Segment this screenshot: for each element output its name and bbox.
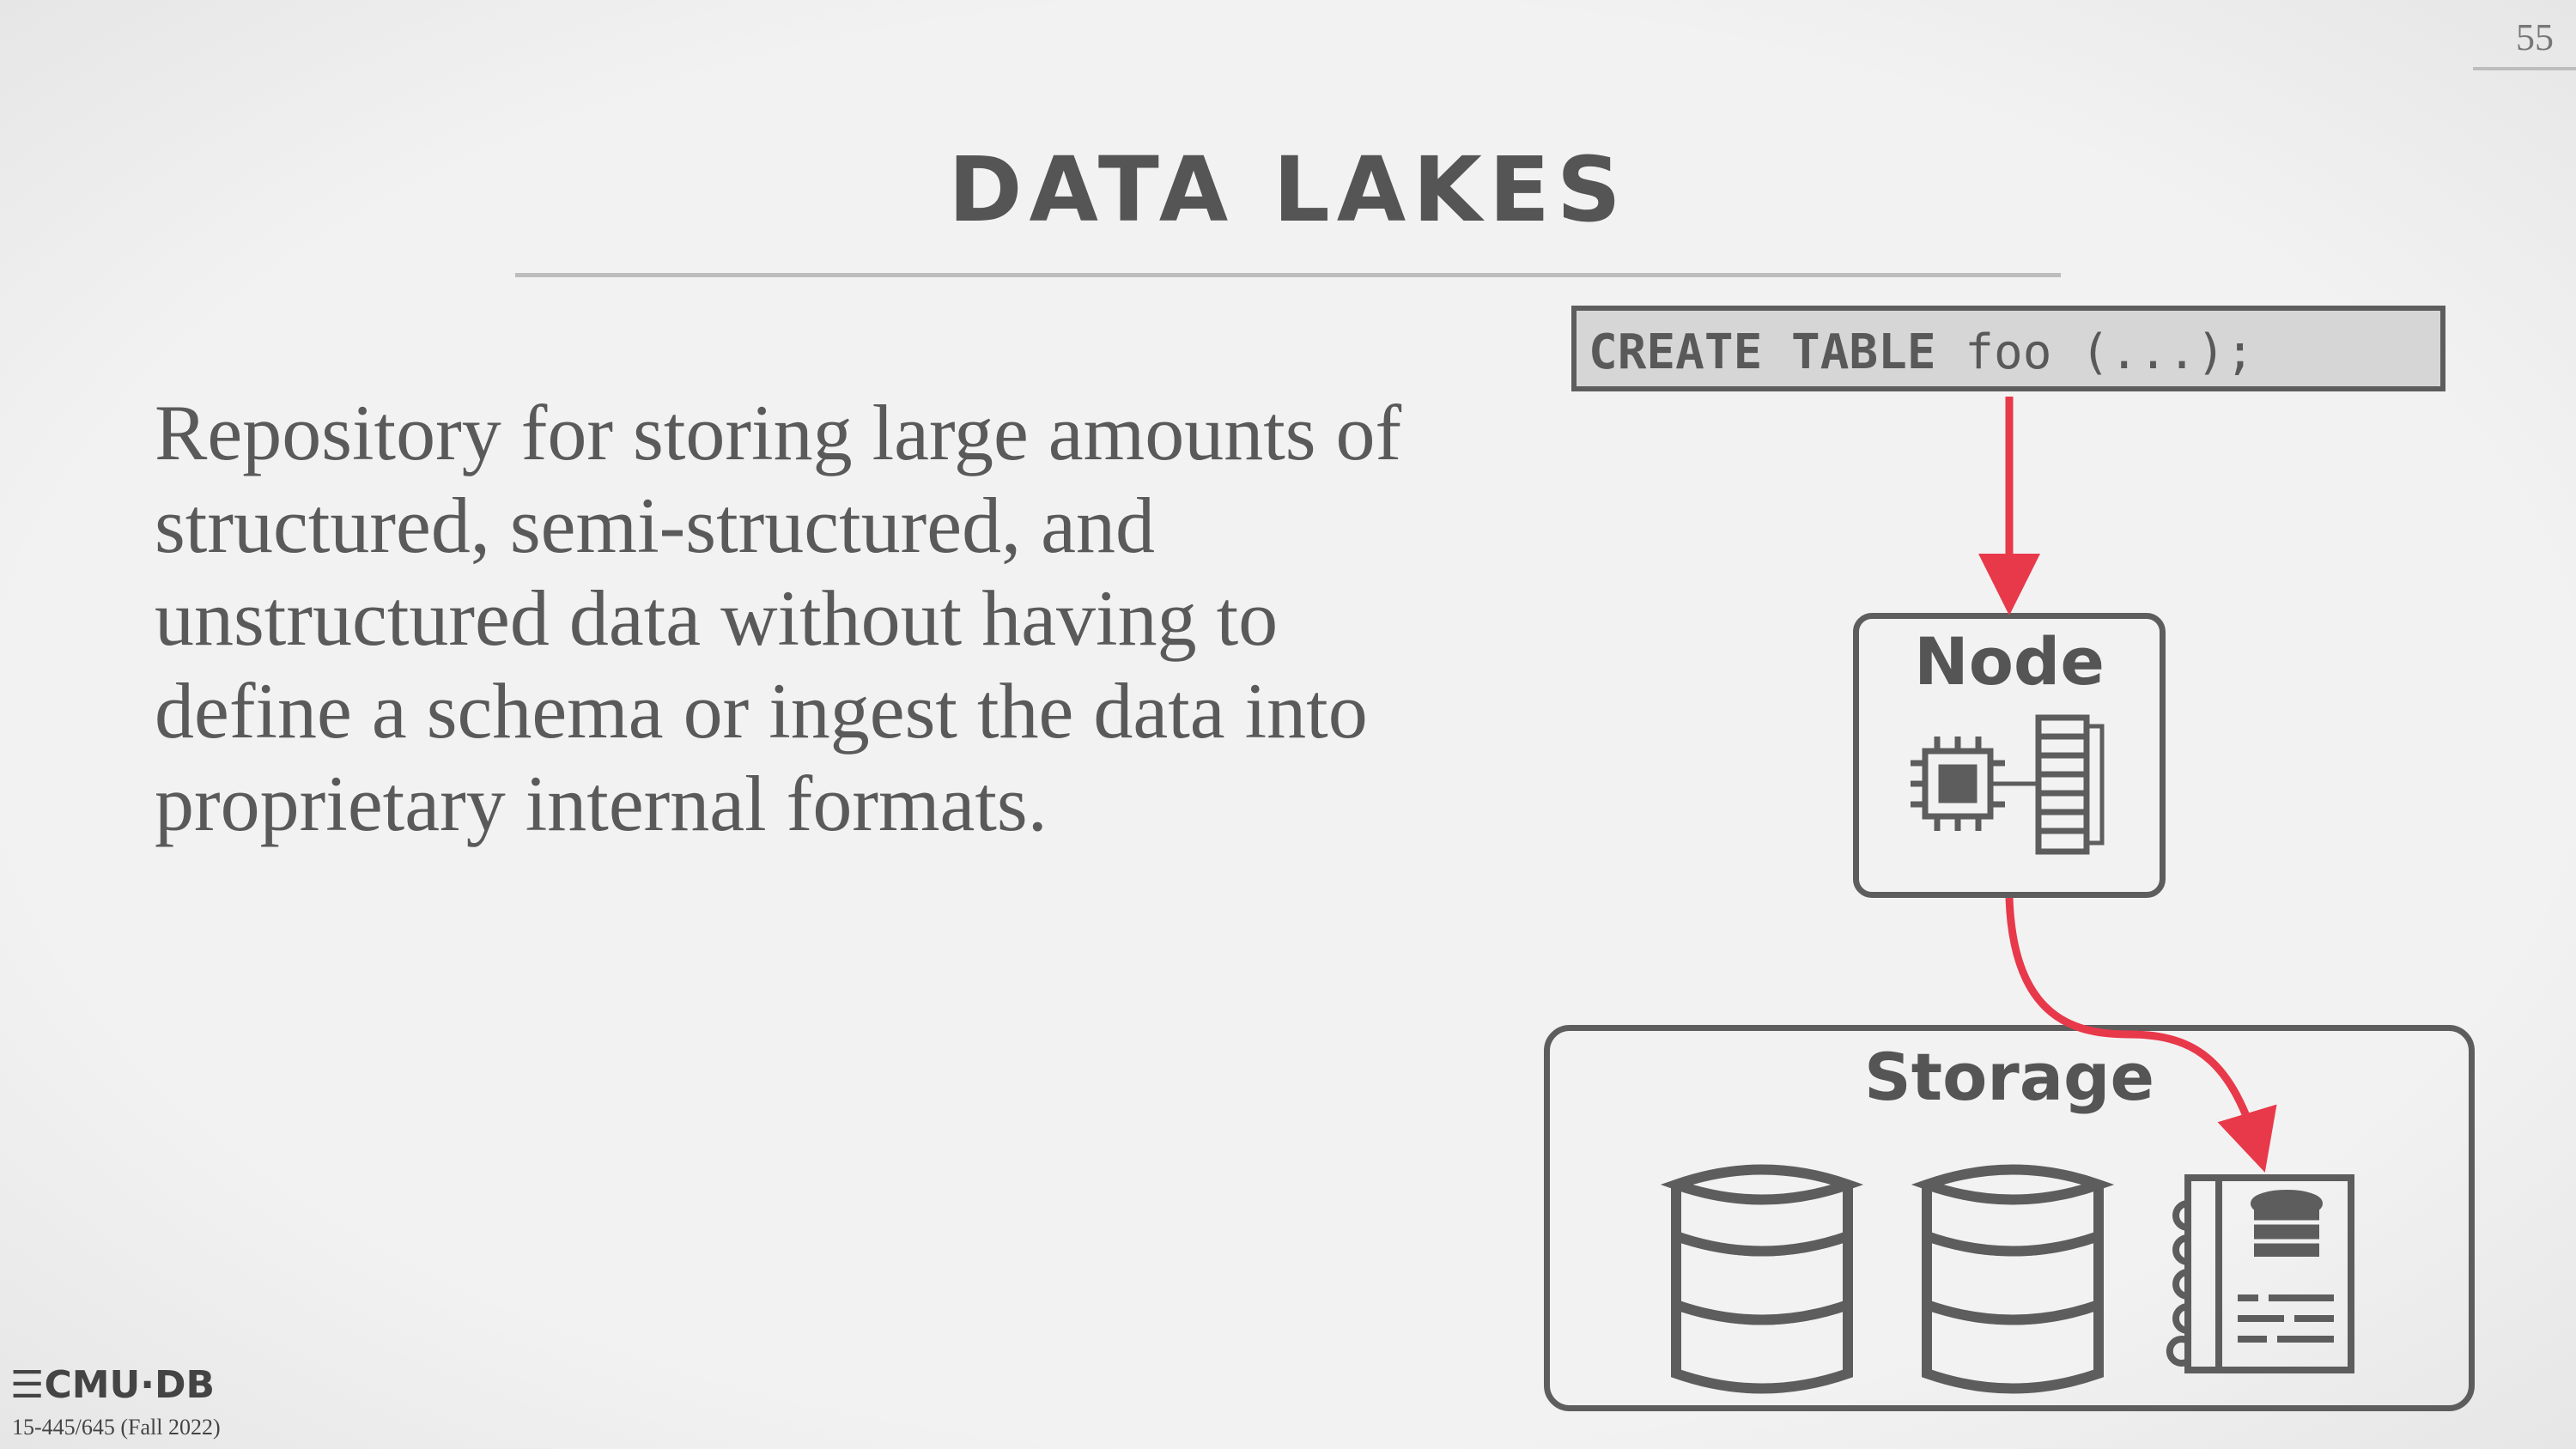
cpu-icon (1911, 737, 2037, 831)
database-icon: ☰ (10, 1363, 45, 1407)
sql-keyword: CREATE TABLE (1589, 324, 1936, 380)
storage-box (1544, 1025, 2475, 1411)
node-label: Node (1914, 623, 2105, 700)
course-label: 15-445/645 (Fall 2022) (12, 1415, 221, 1440)
page-number: 55 (2516, 16, 2554, 58)
sql-statement: CREATE TABLE foo (...); (1589, 324, 2254, 380)
node-box (1853, 613, 2166, 898)
page-number-rule (2473, 67, 2576, 70)
slide-title: DATA LAKES (948, 137, 1628, 242)
storage-label: Storage (1864, 1039, 2154, 1115)
title-underline (515, 273, 2061, 277)
sql-rest: foo (...); (1935, 324, 2255, 380)
catalog-notebook-icon (2166, 1174, 2354, 1373)
cmu-db-logo: ☰CMU·DB (10, 1363, 216, 1407)
sql-statement-box: CREATE TABLE foo (...); (1571, 306, 2445, 391)
database-icon (1911, 1164, 2115, 1394)
body-text: Repository for storing large amounts of … (155, 389, 1402, 847)
database-icon (1660, 1164, 1864, 1394)
arrow-node-to-catalog (2005, 897, 2277, 1173)
memory-icon (2035, 714, 2105, 855)
